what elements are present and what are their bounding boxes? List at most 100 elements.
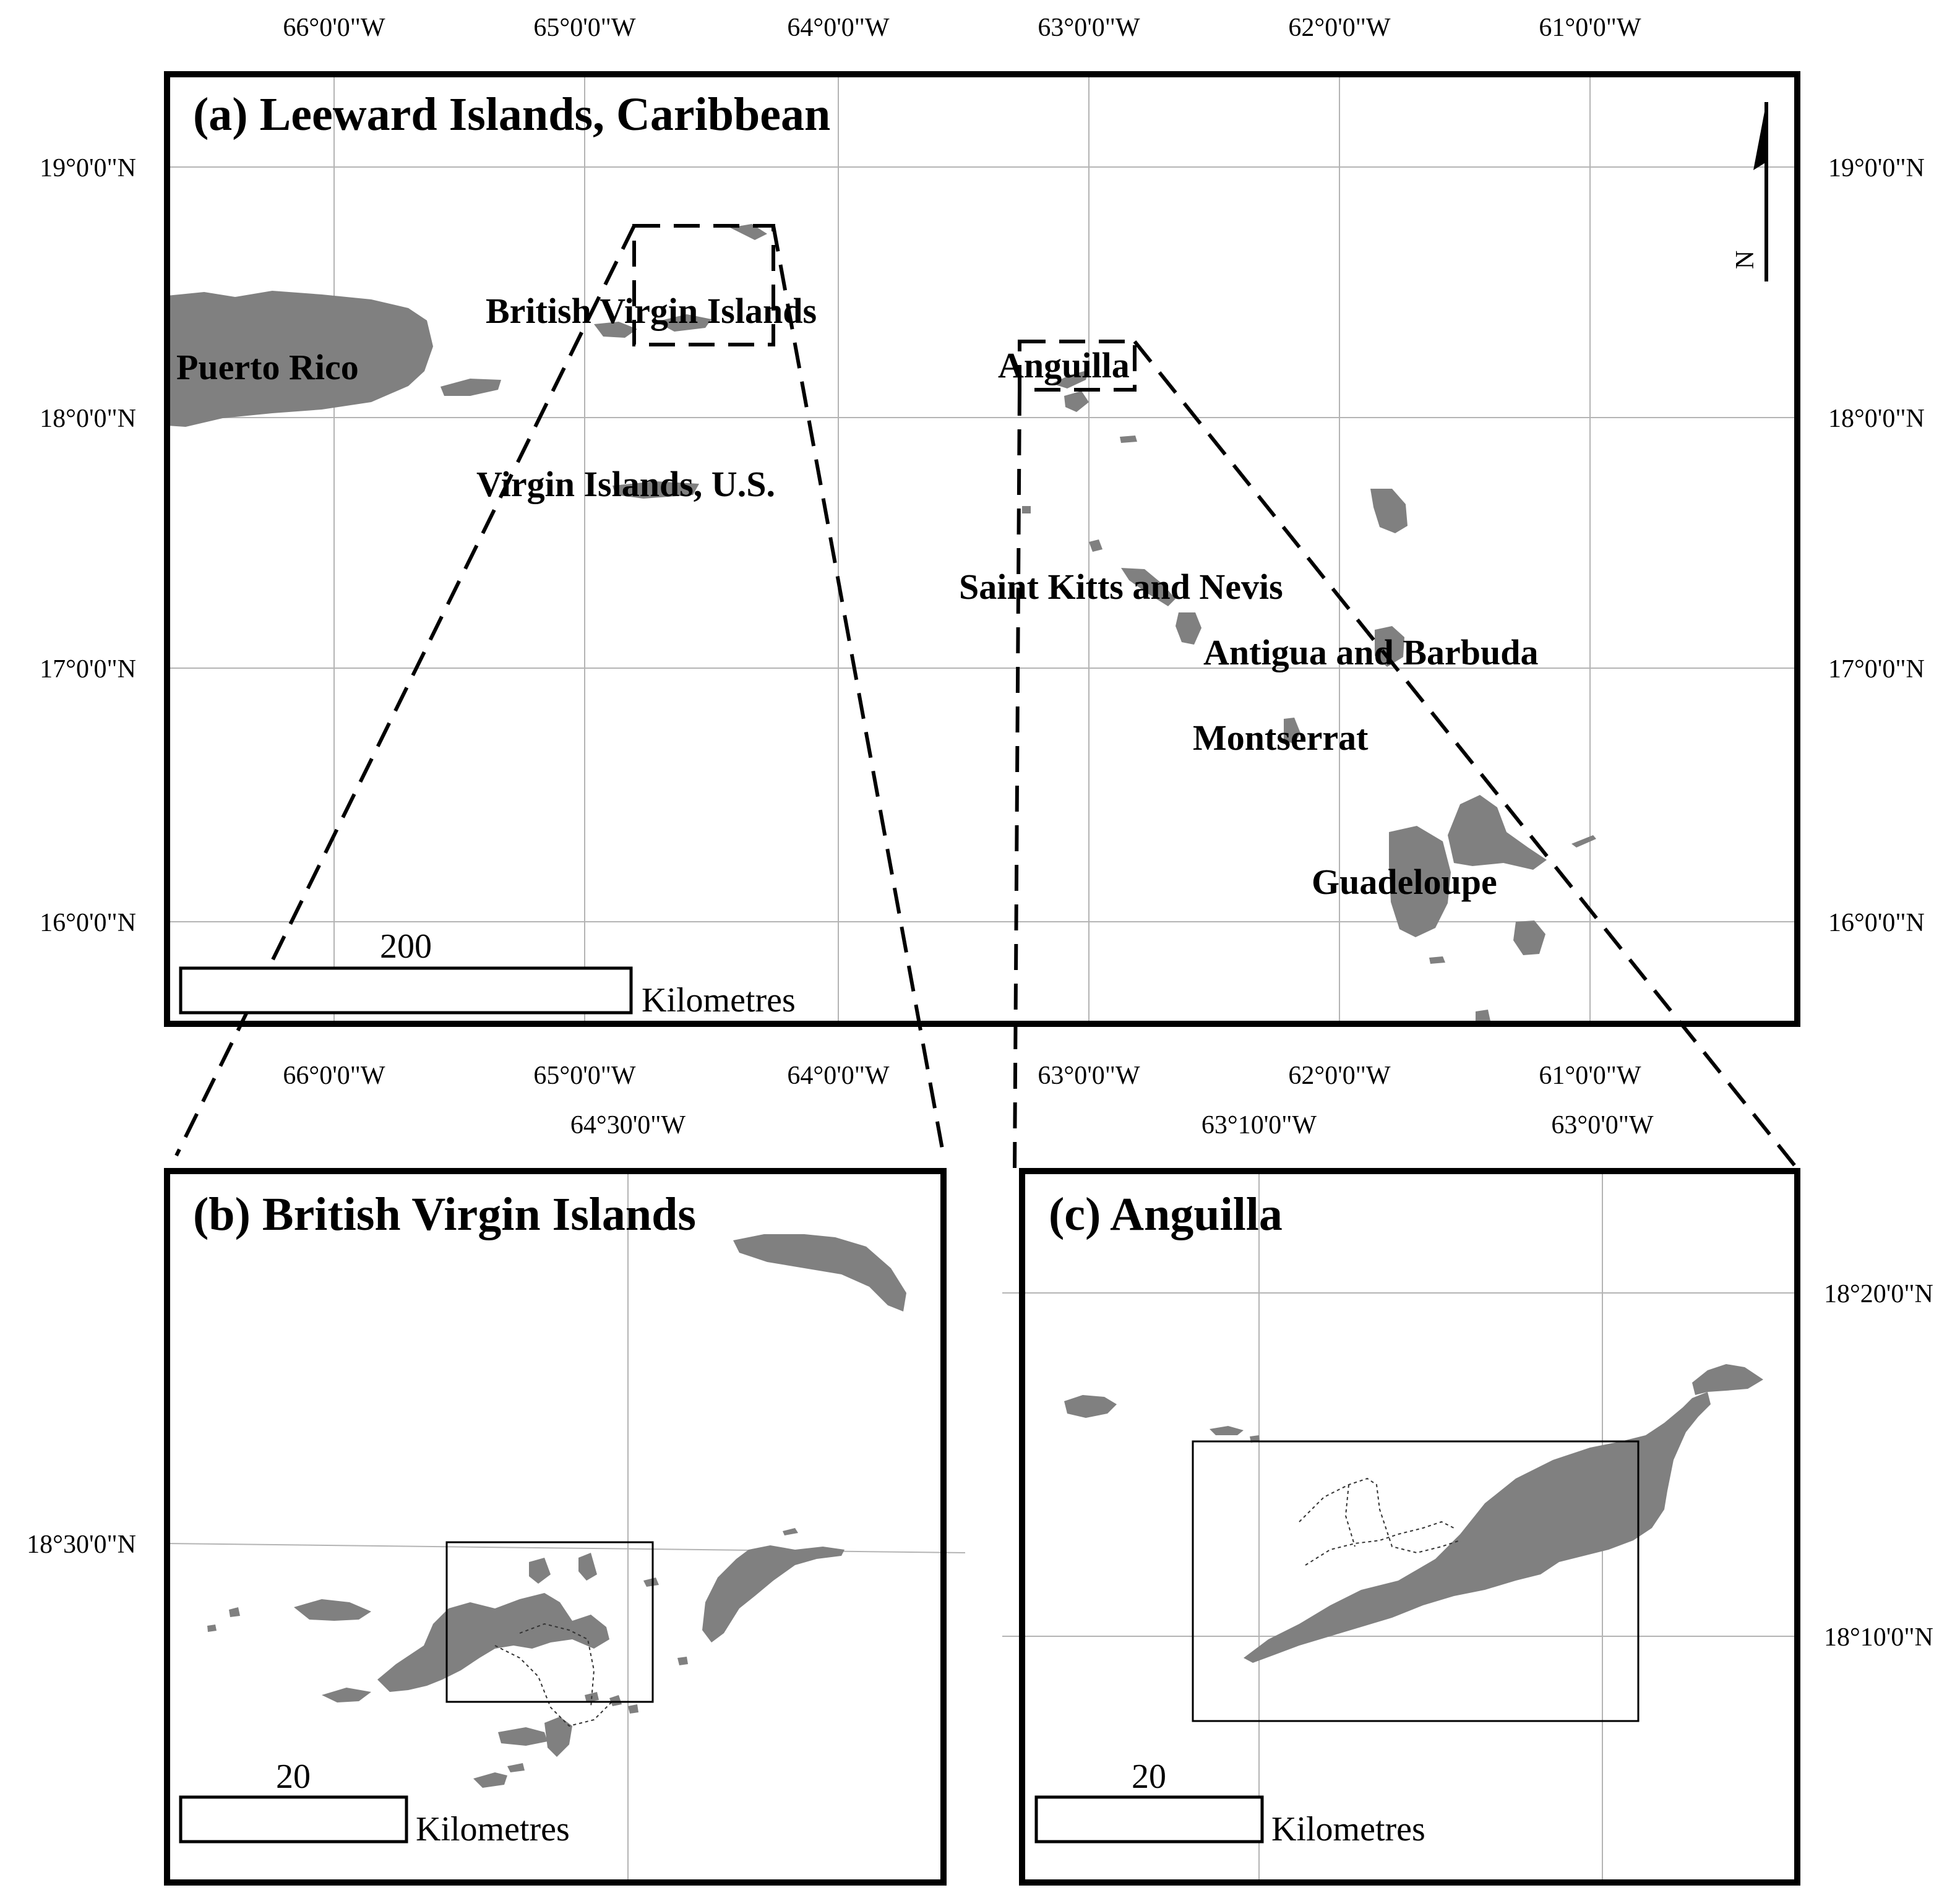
- panel-b-scale-bar: [179, 1795, 408, 1844]
- lat-label: 17°0'0"N: [40, 655, 136, 684]
- north-arrow-icon: N: [1731, 102, 1768, 281]
- scrub-island: [1692, 1364, 1763, 1395]
- norman-island: [498, 1727, 548, 1746]
- panel-a-title: (a) Leeward Islands, Caribbean: [193, 88, 830, 140]
- marie-galante-island: [1513, 921, 1545, 955]
- southern-cay: [507, 1763, 525, 1772]
- anegada-island: [730, 224, 767, 240]
- saba-island: [1022, 506, 1031, 513]
- lat-label: 19°0'0"N: [1828, 154, 1925, 182]
- study-boundary: [494, 1645, 613, 1727]
- panel-b-land: [207, 1234, 906, 1788]
- southern-cay: [473, 1772, 507, 1788]
- anguilla-island: [1052, 370, 1089, 388]
- lon-label: 65°0'0"W: [533, 14, 636, 42]
- grid-line: [166, 1543, 966, 1553]
- small-cay: [207, 1625, 217, 1632]
- panel-c-frame: [1019, 1168, 1800, 1886]
- study-boundary: [1299, 1477, 1461, 1554]
- lon-label: 62°0'0"W: [1288, 14, 1391, 42]
- panel-a: (a) Leeward Islands, Caribbean Puerto Ri…: [40, 14, 1925, 1172]
- virgin-gorda-island: [702, 1545, 845, 1642]
- panel-c: (c) Anguilla 63°10'0"W 63°0'0"W 18°20'0"…: [1002, 1111, 1933, 1886]
- lon-label: 61°0'0"W: [1539, 1062, 1641, 1090]
- panel-a-lat-labels-right: 19°0'0"N 18°0'0"N 17°0'0"N 16°0'0"N: [1828, 154, 1925, 937]
- north-label: N: [1731, 251, 1760, 269]
- panel-a-scale-bar: [179, 966, 633, 1015]
- st-kitts-island: [1121, 568, 1176, 606]
- panel-c-title: (c) Anguilla: [1049, 1188, 1283, 1240]
- peter-island: [544, 1717, 572, 1757]
- label-puerto-rico: Puerto Rico: [176, 347, 359, 387]
- lon-label: 61°0'0"W: [1539, 14, 1641, 42]
- les-saintes-island: [1429, 956, 1445, 964]
- label-antigua-and-barbuda: Antigua and Barbuda: [1203, 632, 1539, 672]
- great-camanoe-island: [578, 1553, 597, 1581]
- lon-label: 62°0'0"W: [1288, 1062, 1391, 1090]
- panel-c-scale-value: 20: [1132, 1758, 1166, 1796]
- tortola-island: [377, 1593, 609, 1692]
- anguilla-main-island: [1244, 1392, 1711, 1663]
- lon-label: 65°0'0"W: [533, 1062, 636, 1090]
- lon-label: 63°0'0"W: [1038, 1062, 1140, 1090]
- st-croix-island: [612, 481, 699, 499]
- study-boundary: [1344, 1484, 1356, 1547]
- ginger-island: [628, 1704, 638, 1714]
- lon-label: 64°0'0"W: [787, 1062, 890, 1090]
- nevis-island: [1176, 612, 1201, 645]
- jost-van-dyke-island: [294, 1599, 371, 1621]
- panel-b-study-area-box: [445, 1541, 654, 1703]
- anguilla-connector-right: [1133, 340, 1801, 1172]
- salt-island: [609, 1695, 622, 1706]
- bvi-island: [594, 322, 637, 338]
- guana-island: [529, 1558, 551, 1584]
- lon-label: 63°0'0"W: [1551, 1111, 1654, 1140]
- small-cay: [783, 1528, 798, 1535]
- small-cay: [677, 1657, 688, 1665]
- label-saint-kitts-and-nevis: Saint Kitts and Nevis: [959, 567, 1283, 607]
- panel-c-study-area-box: [1192, 1440, 1640, 1722]
- panel-c-scale-unit: Kilometres: [1271, 1810, 1425, 1848]
- panel-a-graticule: [167, 74, 1797, 1024]
- panel-b-frame: [164, 1168, 947, 1886]
- st-barts-island: [1120, 436, 1137, 443]
- lon-label: 64°30'0"W: [570, 1111, 686, 1140]
- scrub-island: [643, 1578, 659, 1587]
- label-british-virgin-islands: British Virgin Islands: [486, 291, 817, 331]
- lat-label: 16°0'0"N: [1828, 909, 1925, 937]
- anegada-island: [733, 1234, 906, 1311]
- dog-island: [1064, 1395, 1117, 1418]
- panel-a-lon-labels-bottom: 66°0'0"W 65°0'0"W 64°0'0"W 63°0'0"W 62°0…: [283, 1062, 1641, 1090]
- label-montserrat: Montserrat: [1193, 718, 1369, 758]
- anguilla-connector-left: [1013, 389, 1021, 1172]
- st-thomas-island: [322, 1688, 371, 1702]
- panel-c-scale-bar: [1034, 1795, 1264, 1844]
- lon-label: 66°0'0"W: [283, 14, 385, 42]
- antigua-island: [1375, 626, 1404, 667]
- guadeloupe-basse-terre: [1389, 826, 1451, 937]
- label-virgin-islands-us: Virgin Islands, U.S.: [476, 464, 775, 504]
- prickly-pear-cay: [1210, 1426, 1244, 1435]
- lat-label: 18°0'0"N: [1828, 405, 1925, 433]
- statia-island: [1089, 539, 1102, 552]
- bvi-inset-box: [632, 224, 775, 346]
- lon-label: 64°0'0"W: [787, 14, 890, 42]
- puerto-rico-landmass: [167, 291, 433, 427]
- panel-b-title: (b) British Virgin Islands: [193, 1188, 696, 1240]
- bvi-island: [656, 314, 711, 332]
- guadeloupe-grande-terre: [1448, 795, 1547, 870]
- panel-b: (b) British Virgin Islands 64°30'0"W 18°…: [27, 1111, 966, 1886]
- lon-label: 66°0'0"W: [283, 1062, 385, 1090]
- panel-c-land: [1064, 1364, 1763, 1663]
- vieques-island: [441, 379, 501, 396]
- lat-label: 18°30'0"N: [27, 1530, 136, 1559]
- panel-a-lon-labels-top: 66°0'0"W 65°0'0"W 64°0'0"W 63°0'0"W 62°0…: [283, 14, 1641, 42]
- lon-label: 63°10'0"W: [1201, 1111, 1317, 1140]
- dominica-island-tip: [1476, 1010, 1491, 1024]
- panel-a-lat-labels-left: 19°0'0"N 18°0'0"N 17°0'0"N 16°0'0"N: [40, 154, 136, 937]
- panel-a-frame: [164, 71, 1800, 1027]
- panel-b-scale-value: 20: [276, 1758, 311, 1796]
- lat-label: 18°0'0"N: [40, 405, 136, 433]
- barbuda-island: [1370, 489, 1408, 533]
